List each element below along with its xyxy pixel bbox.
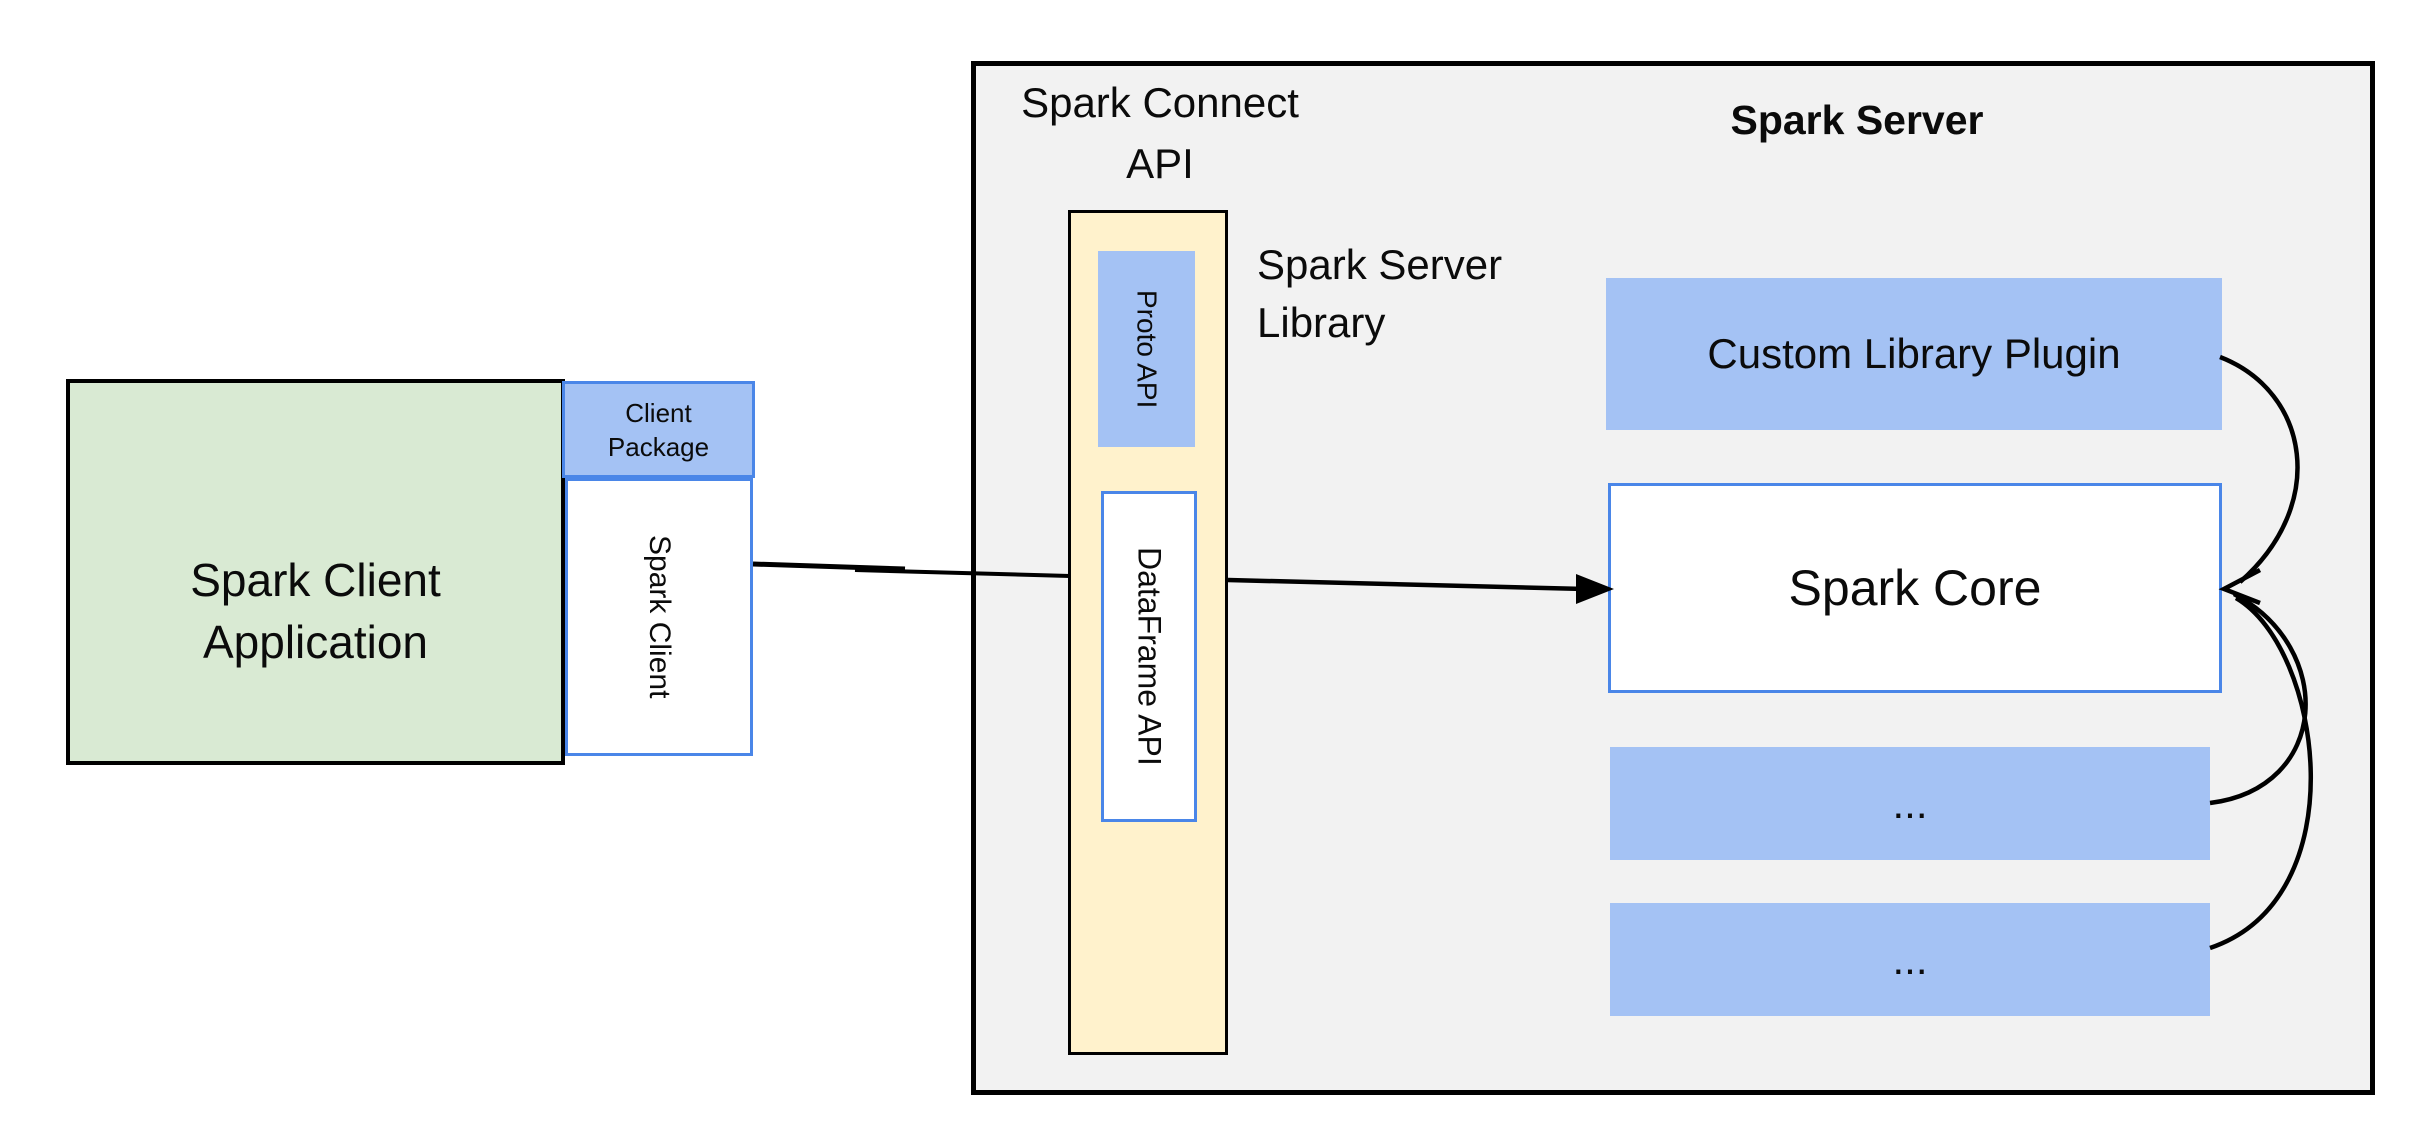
spark-core-label: Spark Core <box>1788 560 2042 616</box>
client-to-api-connector <box>752 561 906 572</box>
additional-plugin-box-top: ... <box>1610 747 2210 860</box>
spark-client-application-box: Spark Client Application <box>66 379 565 765</box>
spark-client-label: Spark Client <box>643 535 676 699</box>
custom-library-plugin-box: Custom Library Plugin <box>1606 278 2222 430</box>
proto-api-box: Proto API <box>1098 251 1195 447</box>
dataframe-api-box: DataFrame API <box>1101 491 1197 822</box>
proto-api-label: Proto API <box>1131 289 1163 409</box>
additional-plugin-bottom-label: ... <box>1892 935 1928 983</box>
spark-server-title: Spark Server <box>1730 97 1984 143</box>
spark-client-application-label: Spark Client Application <box>190 554 441 668</box>
client-package-box: Client Package <box>562 381 755 478</box>
custom-library-plugin-label: Custom Library Plugin <box>1707 330 2121 377</box>
client-package-label: Client Package <box>607 397 710 462</box>
spark-server-library-label: Spark Server Library <box>1257 241 1503 346</box>
spark-connect-api-label: Spark Connect API <box>1021 79 1299 187</box>
spark-client-box: Spark Client <box>565 478 753 756</box>
spark-core-box: Spark Core <box>1608 483 2222 693</box>
additional-plugin-box-bottom: ... <box>1610 903 2210 1016</box>
additional-plugin-top-label: ... <box>1892 779 1928 827</box>
dataframe-api-label: DataFrame API <box>1131 547 1168 766</box>
